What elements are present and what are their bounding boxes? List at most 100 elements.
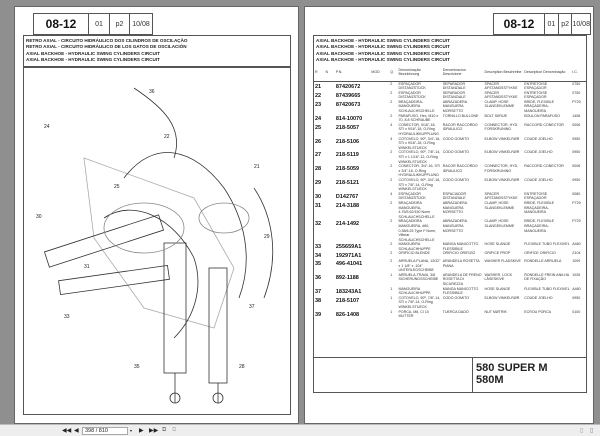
cell-d3: WASHER FLADSKIVE: [484, 259, 521, 264]
cell-ic: A460: [572, 286, 581, 291]
cell-d4: COUDE JOELHO: [524, 136, 553, 141]
cell-pn: 255659A1: [335, 244, 362, 251]
cell-d3: ELBOW VINKELRØR: [484, 177, 520, 182]
page-number-input[interactable]: 398 / 810: [82, 427, 128, 435]
section-titles: RETRO AXIAL - CIRCUITO HIDRÁULICO DOS CI…: [23, 35, 291, 67]
title-line: AXIAL BACKHOE - HYDRAULIC SWING CYLINDER…: [26, 57, 160, 63]
cell-pn: 218-5106: [335, 138, 360, 145]
cell-d2: ESPACIADOR DISTANZIALE: [442, 191, 467, 201]
cell-d4: ENTRETOISE ESPAÇADOR: [524, 191, 548, 201]
column-header: I.C.: [571, 63, 586, 82]
cell-ic: 0950: [572, 136, 581, 141]
column-header: Description Denominação: [523, 63, 572, 82]
paste-icon[interactable]: ⧉: [172, 427, 177, 433]
cell-d2: TUERCA DADO: [442, 309, 469, 314]
cell-d3: ELBOW VINKELRØR: [484, 150, 520, 155]
cell-pn: 214-3188: [335, 202, 360, 209]
date: 10/08: [132, 20, 150, 28]
cell-empty: [370, 273, 389, 287]
column-header: MOD: [370, 63, 390, 82]
cell-d1: COTOVELO, 90º, 3/4"-16, STI x 9/16"-18, …: [398, 136, 441, 150]
column-header: P.N.: [334, 63, 371, 82]
cell-pn: 183243A1: [335, 288, 362, 295]
cell-d4: BRIDE, FLEXIBLE BRAÇADEIRA-MANGUEIRA: [524, 200, 554, 215]
cell-r: 32: [315, 221, 322, 228]
cell-r: 24: [315, 115, 322, 122]
previous-page-button[interactable]: ◀: [74, 428, 79, 434]
two-page-view-icon[interactable]: ▯: [590, 428, 594, 434]
cell-empty: [370, 91, 389, 100]
cell-empty: [324, 164, 334, 178]
cell-d2: ABRAZADERA MANGUERA MORSETTO: [442, 200, 467, 215]
cell-empty: [370, 219, 389, 242]
cell-empty: [324, 114, 334, 123]
copy-icon[interactable]: ⧉: [162, 427, 167, 433]
cell-empty: [324, 242, 334, 251]
first-page-button[interactable]: ◀◀: [62, 428, 72, 434]
cell-d2: ARANDELA ROSETTA PIANA: [442, 259, 480, 268]
cell-empty: [370, 287, 389, 296]
cell-pn: 214-1492: [335, 221, 360, 228]
cell-r: 30: [315, 193, 322, 200]
cell-d3: HOSE SLANGE: [484, 242, 511, 247]
cell-empty: [370, 178, 389, 192]
cell-empty: [370, 201, 389, 219]
cell-empty: [370, 137, 389, 151]
cell-ic: 1009: [572, 259, 581, 264]
cell-q: 2: [390, 219, 393, 224]
cell-r: 28: [315, 166, 322, 173]
cell-empty: [324, 150, 334, 164]
cell-d4: ENTRETOISE ESPAÇADOR: [524, 81, 548, 91]
cell-q: 2: [390, 113, 393, 118]
cell-r: 25: [315, 124, 322, 131]
cell-r: 26: [315, 138, 322, 145]
cell-pn: 87420672: [335, 83, 361, 90]
cell-q: 1: [390, 286, 393, 291]
cell-empty: [370, 123, 389, 137]
model-names: 580 SUPER M 580M: [476, 362, 548, 386]
cell-r: 33: [315, 244, 322, 251]
viewer-toolbar: ◀◀ ◀ 398 / 810 ▾ ▶ ▶▶ ⧉ ⧉ ▯ ▯: [0, 424, 600, 436]
cell-ic: 0950: [572, 295, 581, 300]
cell-pn: 496-41041: [335, 261, 363, 268]
cell-empty: [324, 137, 334, 151]
cell-d1: ESPAÇADOR DISTANZSTÜCK: [398, 90, 426, 100]
last-page-button[interactable]: ▶▶: [149, 428, 159, 434]
cell-d3: SPACER AFSTANDSSTYKKE: [484, 191, 518, 201]
single-page-view-icon[interactable]: ▯: [580, 428, 584, 434]
cell-d3: CLAMP, HOSE SLANGEKLEMME: [484, 99, 515, 109]
title-line: AXIAL BACKHOE - HYDRAULIC SWING CYLINDER…: [316, 44, 450, 50]
cell-d3: ORIFICE PROP: [484, 251, 511, 256]
cell-d2: MANGA MANICOTTO FLESSIBILE: [442, 286, 479, 296]
cell-r: 22: [315, 92, 322, 99]
cell-d4: BRIDE, FLEXIBLE BRAÇADEIRA-MANGUEIRA: [524, 219, 554, 233]
cell-r: 37: [315, 288, 322, 295]
next-page-button[interactable]: ▶: [139, 428, 144, 434]
cell-pn: D142767: [335, 193, 359, 200]
title-line: RETRO AXIAL - CIRCUITO HIDRÁULICO DOS CI…: [26, 38, 188, 43]
section-code: 08-12: [34, 14, 89, 34]
svg-text:30: 30: [36, 214, 42, 220]
section-code: 08-12: [494, 14, 545, 34]
cell-empty: [324, 310, 334, 319]
column-header: N: [324, 63, 335, 82]
cell-empty: [370, 114, 389, 123]
svg-text:21: 21: [254, 164, 260, 170]
cell-d1: CONECTOR, 9/16"-18, STI x 9/16"-18, O-Ri…: [398, 122, 439, 137]
cell-q: 4: [390, 122, 393, 127]
page-dropdown-icon[interactable]: ▾: [130, 428, 133, 433]
title-line: AXIAL BACKHOE - HYDRAULIC SWING CYLINDER…: [316, 50, 450, 56]
cell-ic: 0100: [572, 309, 581, 314]
cell-pn: 87439665: [335, 92, 361, 99]
cell-empty: [324, 100, 334, 114]
cell-r: 31: [315, 202, 322, 209]
cell-d2: CODO GOMITO: [442, 177, 470, 182]
cell-d4: ORIFICE ORIFICIO: [524, 251, 556, 256]
